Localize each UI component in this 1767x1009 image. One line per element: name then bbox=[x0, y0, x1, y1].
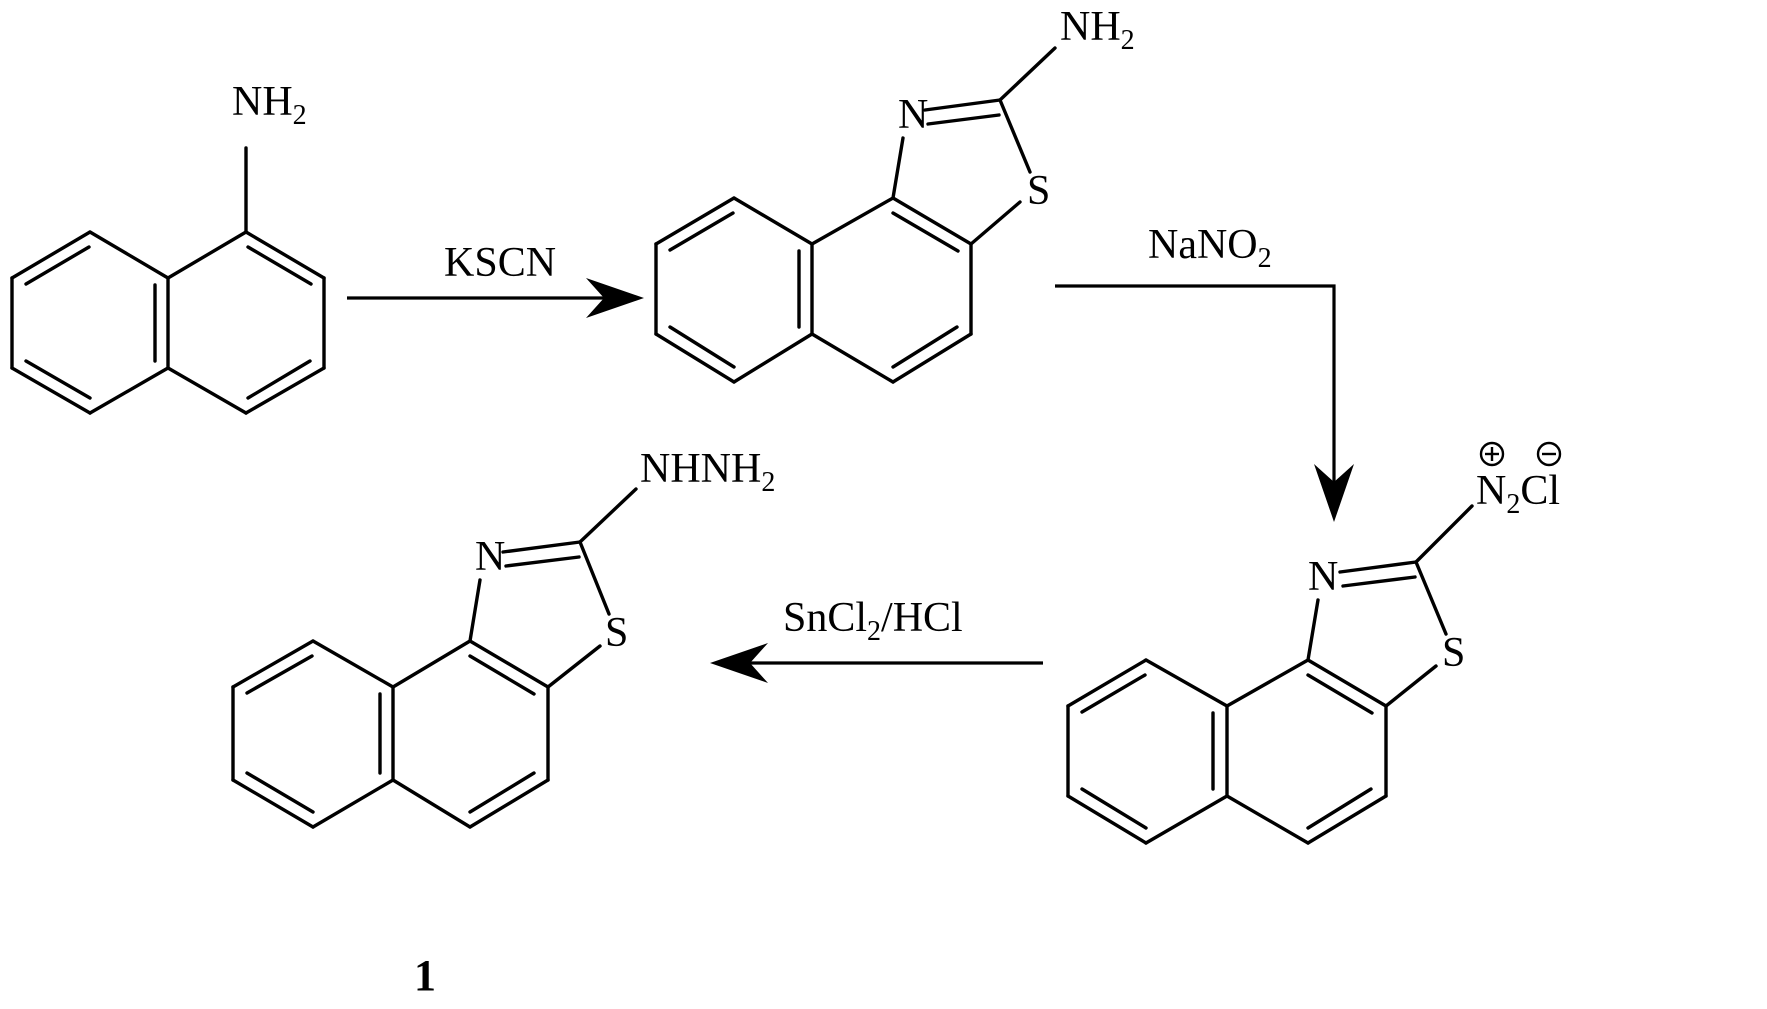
thiazole-ring bbox=[468, 487, 638, 689]
arrow-step1 bbox=[347, 278, 644, 318]
naphthalene-ring bbox=[10, 230, 326, 415]
ring-nitrogen-label: N bbox=[1308, 554, 1338, 600]
molecule-aminonaphthothiazole: N S NH2 bbox=[654, 4, 1135, 384]
amine-label: NH2 bbox=[1060, 4, 1135, 56]
amine-bond bbox=[998, 46, 1057, 102]
ring-nitrogen-label: N bbox=[898, 92, 928, 138]
amine-label: NH2 bbox=[232, 79, 307, 131]
ring-sulfur-label: S bbox=[1027, 168, 1050, 214]
compound-number: 1 bbox=[414, 951, 436, 1000]
thiazole-ring bbox=[891, 46, 1057, 246]
ring-sulfur-label: S bbox=[605, 610, 628, 656]
arrow-step2 bbox=[1055, 284, 1354, 522]
naphthalene-ring bbox=[654, 196, 973, 384]
reagent-sncl2-hcl: SnCl2/HCl bbox=[783, 595, 963, 647]
diazonium-bond bbox=[1414, 504, 1474, 564]
negative-charge-icon bbox=[1536, 441, 1562, 467]
naphthalene-ring bbox=[1066, 658, 1388, 845]
naphthalene-ring bbox=[231, 639, 550, 829]
molecule-naphthylamine: NH2 bbox=[10, 79, 326, 415]
ring-nitrogen-label: N bbox=[475, 534, 505, 580]
reagent-nano2: NaNO2 bbox=[1148, 222, 1272, 274]
arrow-step3 bbox=[710, 643, 1043, 683]
reagent-kscn: KSCN bbox=[444, 240, 556, 286]
thiazole-ring bbox=[1306, 504, 1474, 708]
molecule-hydrazinyl-product: N S NHNH2 1 bbox=[231, 446, 775, 1000]
diazonium-group-label: N2Cl bbox=[1476, 468, 1560, 520]
molecule-diazonium-salt: N S N2Cl bbox=[1066, 441, 1562, 845]
hydrazinyl-label: NHNH2 bbox=[640, 446, 775, 498]
positive-charge-icon bbox=[1479, 441, 1505, 467]
hydrazinyl-bond bbox=[578, 487, 638, 544]
ring-sulfur-label: S bbox=[1442, 630, 1465, 676]
